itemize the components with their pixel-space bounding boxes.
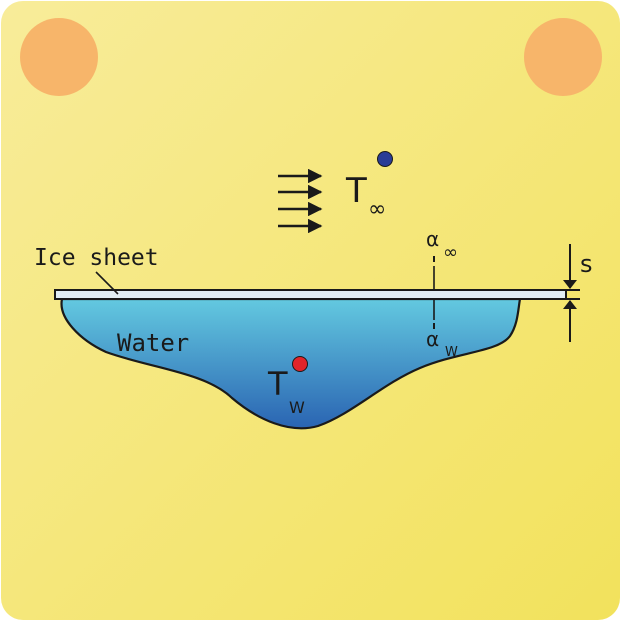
alpha-air-label: α [426, 227, 439, 251]
t-water-subscript: W [289, 398, 305, 417]
corner-dot-icon [524, 18, 602, 96]
alpha-water-label: α [426, 327, 439, 351]
water-label: Water [117, 329, 189, 357]
t-water-label: T [267, 365, 288, 403]
corner-dot-icon [20, 18, 98, 96]
water-temperature-dot [292, 356, 308, 372]
wind-arrows-icon [278, 168, 323, 234]
t-air-label: T [345, 171, 367, 211]
alpha-water-subscript: W [445, 345, 458, 360]
t-air-subscript: ∞ [368, 197, 386, 222]
ice-sheet [54, 289, 567, 300]
ice-sheet-leader-line [95, 271, 119, 295]
ice-sheet-label: Ice sheet [34, 245, 159, 271]
thickness-arrow-top-icon [563, 280, 577, 289]
thickness-arrow-bottom-icon [563, 300, 577, 309]
alpha-air-subscript: ∞ [443, 242, 458, 263]
water-body [60, 297, 522, 430]
air-temperature-dot [377, 151, 393, 167]
thickness-label: s [580, 250, 593, 278]
